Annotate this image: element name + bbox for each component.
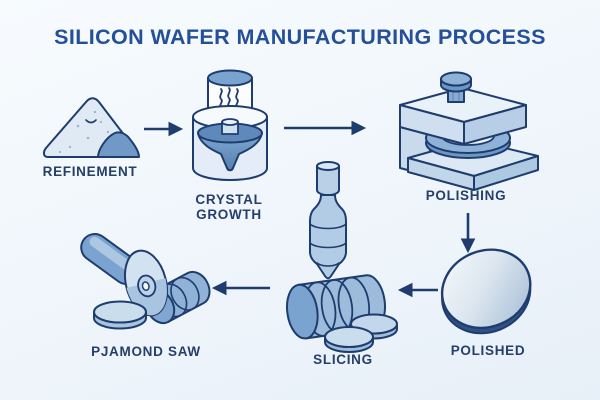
cut-wafer-coin-front xyxy=(94,302,146,329)
silicon-sand-pile-icon xyxy=(44,98,139,157)
ingot-slicing-icon xyxy=(284,162,397,352)
machine-arm-side xyxy=(464,105,526,144)
diamond-saw-icon xyxy=(76,229,215,329)
seed-crystal-top xyxy=(222,119,238,125)
step-label-crystal-growth: CRYSTAL GROWTH xyxy=(195,192,263,222)
crystal-growth-crucible-icon xyxy=(193,71,267,181)
sand-mound-small xyxy=(98,132,139,157)
step-label-slicing: SLICING xyxy=(313,352,373,367)
polished-wafer-icon xyxy=(428,237,544,347)
ingot-body xyxy=(310,195,346,278)
step-label-diamond-saw: PJAMOND SAW xyxy=(91,344,201,359)
flow-arrow-crystal-growth-to-polishing xyxy=(284,122,365,135)
ingot-top xyxy=(317,162,339,170)
melt-funnel-cone xyxy=(198,133,262,170)
sliced-cylinder-cap xyxy=(284,283,321,341)
press-knob-icon xyxy=(441,73,471,103)
polishing-machine-icon xyxy=(400,73,538,191)
ingot-ring-2 xyxy=(310,243,346,248)
flow-arrow-slicing-to-diamond-saw xyxy=(213,282,270,295)
diagram-title: SILICON WAFER MANUFACTURING PROCESS xyxy=(54,25,546,49)
furnace-upper-rim xyxy=(208,71,252,86)
saw-blade-arbor-hole xyxy=(142,281,150,291)
sand-smile-mark xyxy=(86,120,96,123)
ingot-ring-1 xyxy=(310,224,346,229)
flow-arrow-refinement-to-crystal-growth xyxy=(144,123,182,136)
crystal-ingot-icon xyxy=(310,162,346,278)
ingot-ring-3 xyxy=(317,263,339,266)
sliced-ingot-cylinder xyxy=(284,273,389,340)
cut-wafer-coin-2 xyxy=(325,327,373,352)
flow-arrow-polishing-to-polished xyxy=(462,213,475,252)
polished-wafer-face xyxy=(430,237,542,341)
step-label-polishing: POLISHING xyxy=(425,188,507,203)
flow-arrow-polished-to-slicing xyxy=(399,284,438,297)
step-label-refinement: REFINEMENT xyxy=(42,164,138,179)
step-label-polished: POLISHED xyxy=(450,343,526,358)
machine-base-side xyxy=(474,156,538,190)
